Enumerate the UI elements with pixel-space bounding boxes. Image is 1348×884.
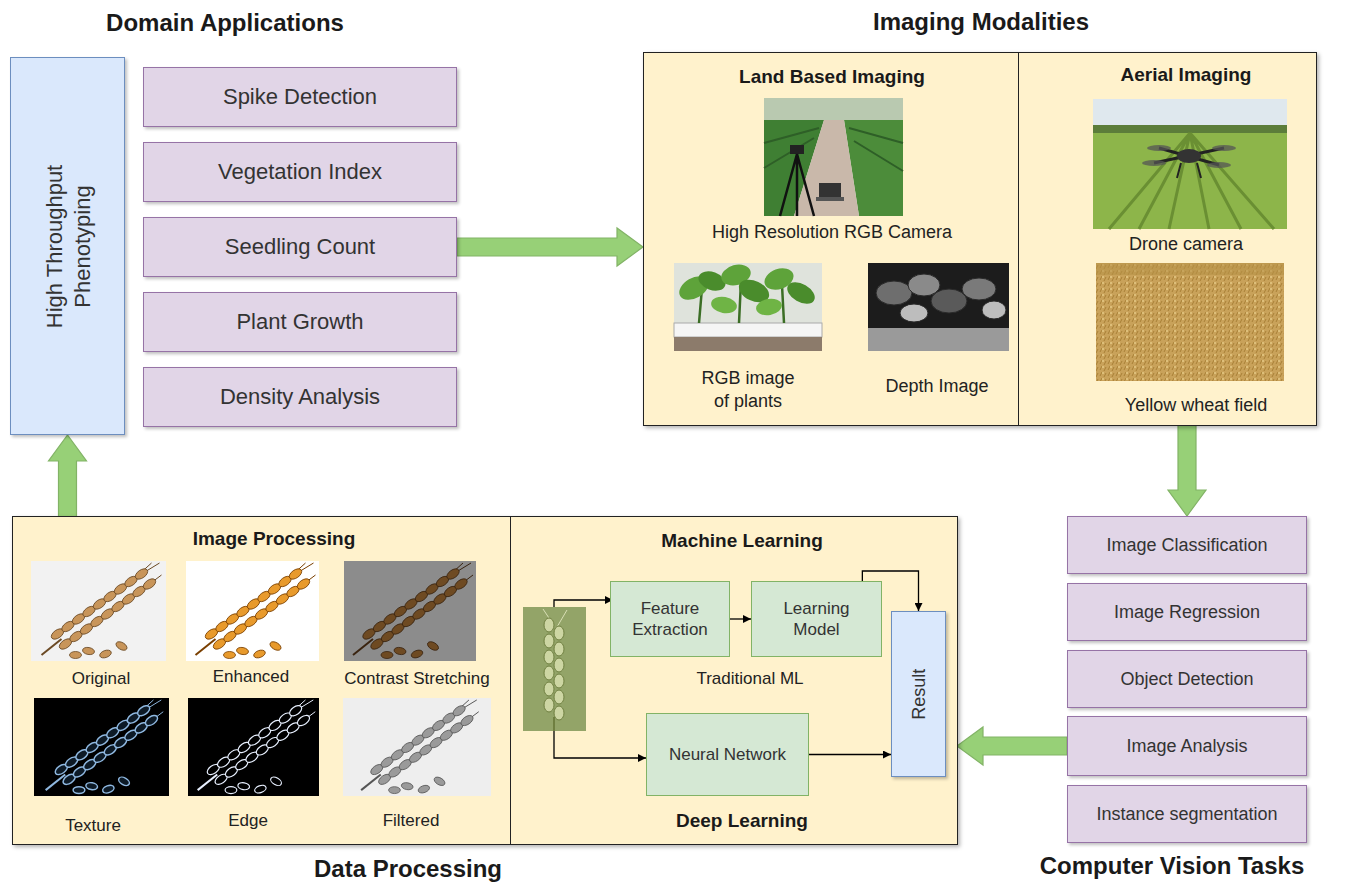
- panel-heading: Deep Learning: [592, 809, 892, 833]
- flow-arrow: [1168, 425, 1206, 516]
- image-caption: Traditional ML: [650, 668, 850, 689]
- panel-heading: Machine Learning: [592, 529, 892, 553]
- task-box: Image Regression: [1067, 583, 1307, 641]
- image-caption: Yellow wheat field: [1066, 394, 1326, 417]
- original-image: [31, 561, 166, 661]
- box-label: Density Analysis: [214, 383, 386, 411]
- edge-image: [188, 698, 319, 796]
- filtered-image: [343, 698, 491, 796]
- wheat-photo: [523, 607, 586, 731]
- process-box: Neural Network: [646, 713, 809, 796]
- process-box: Feature Extraction: [610, 581, 730, 657]
- flow-arrow: [49, 435, 87, 517]
- box-label: Neural Network: [663, 744, 792, 765]
- image-caption: Texture: [28, 815, 158, 836]
- contrast-image: [344, 561, 476, 661]
- image-caption: Enhanced: [186, 666, 316, 687]
- task-box: Vegetation Index: [143, 142, 457, 202]
- task-box: Spike Detection: [143, 67, 457, 127]
- box-label: Instance segmentation: [1090, 803, 1283, 826]
- wheat-field-photo: [1096, 263, 1284, 381]
- box-label: Seedling Count: [219, 233, 381, 261]
- connector-arrow: [809, 754, 891, 755]
- flow-arrow: [457, 228, 643, 266]
- panel-heading: Image Processing: [124, 527, 424, 551]
- box-label: Object Detection: [1114, 668, 1259, 691]
- box-label: High Throughput Phenotyping: [40, 146, 95, 346]
- connector-arrow: [730, 618, 751, 619]
- section-panel: Machine LearningTraditional ML Deep Learn…: [511, 517, 957, 844]
- group-panel: Imaging Modalities: [643, 52, 1317, 426]
- image-caption: Edge: [183, 810, 313, 831]
- depth-image: [868, 263, 1009, 351]
- input-line: [554, 731, 646, 758]
- box-label: Image Regression: [1108, 601, 1266, 624]
- section-panel: Aerial ImagingDrone cameraYellow wheat f…: [1019, 53, 1316, 425]
- box-label: Result: [907, 619, 930, 769]
- group-panel: Data Processing: [12, 516, 958, 845]
- box-label: Image Analysis: [1120, 735, 1253, 758]
- task-box: Image Analysis: [1067, 716, 1307, 776]
- image-caption: Filtered: [336, 810, 486, 831]
- plants-rgb-photo: [674, 261, 822, 351]
- image-caption: Original: [36, 668, 166, 689]
- task-box: Plant Growth: [143, 292, 457, 352]
- image-caption: Depth Image: [867, 375, 1007, 398]
- flow-arrow: [957, 727, 1067, 765]
- task-box: Density Analysis: [143, 367, 457, 427]
- section-panel: Land Based ImagingHigh Resolution RGB Ca…: [644, 53, 1019, 425]
- drone-photo: [1093, 99, 1287, 229]
- image-caption: RGB image of plants: [693, 367, 803, 412]
- box-label: Vegetation Index: [212, 158, 388, 186]
- image-caption: High Resolution RGB Camera: [652, 221, 1012, 244]
- task-box: Seedling Count: [143, 217, 457, 277]
- image-caption: Drone camera: [1046, 233, 1326, 256]
- section-panel: Image ProcessingOriginal Enhanced Contrast…: [13, 517, 511, 844]
- enhanced-image: [186, 561, 319, 661]
- section-heading: Imaging Modalities: [731, 7, 1231, 37]
- box-label: Image Classification: [1100, 534, 1273, 557]
- task-box: Object Detection: [1067, 650, 1307, 708]
- highlight-box: Result: [891, 611, 946, 777]
- section-heading: Computer Vision Tasks: [992, 851, 1348, 881]
- box-label: Feature Extraction: [611, 598, 729, 641]
- texture-image: [34, 698, 169, 796]
- box-label: Spike Detection: [217, 83, 383, 111]
- image-caption: Contrast Stretching: [332, 668, 502, 689]
- panel-heading: Aerial Imaging: [1046, 63, 1326, 87]
- input-line: [554, 600, 613, 607]
- task-box: Image Classification: [1067, 516, 1307, 574]
- panel-heading: Land Based Imaging: [652, 65, 1012, 89]
- section-heading: Data Processing: [158, 854, 658, 884]
- greenhouse-camera-photo: [764, 98, 903, 216]
- highlight-box: High Throughput Phenotyping: [10, 57, 125, 435]
- box-label: Learning Model: [752, 598, 881, 641]
- section-heading: Domain Applications: [15, 8, 435, 38]
- box-label: Plant Growth: [230, 308, 369, 336]
- task-box: Instance segmentation: [1067, 785, 1307, 843]
- process-box: Learning Model: [751, 581, 882, 657]
